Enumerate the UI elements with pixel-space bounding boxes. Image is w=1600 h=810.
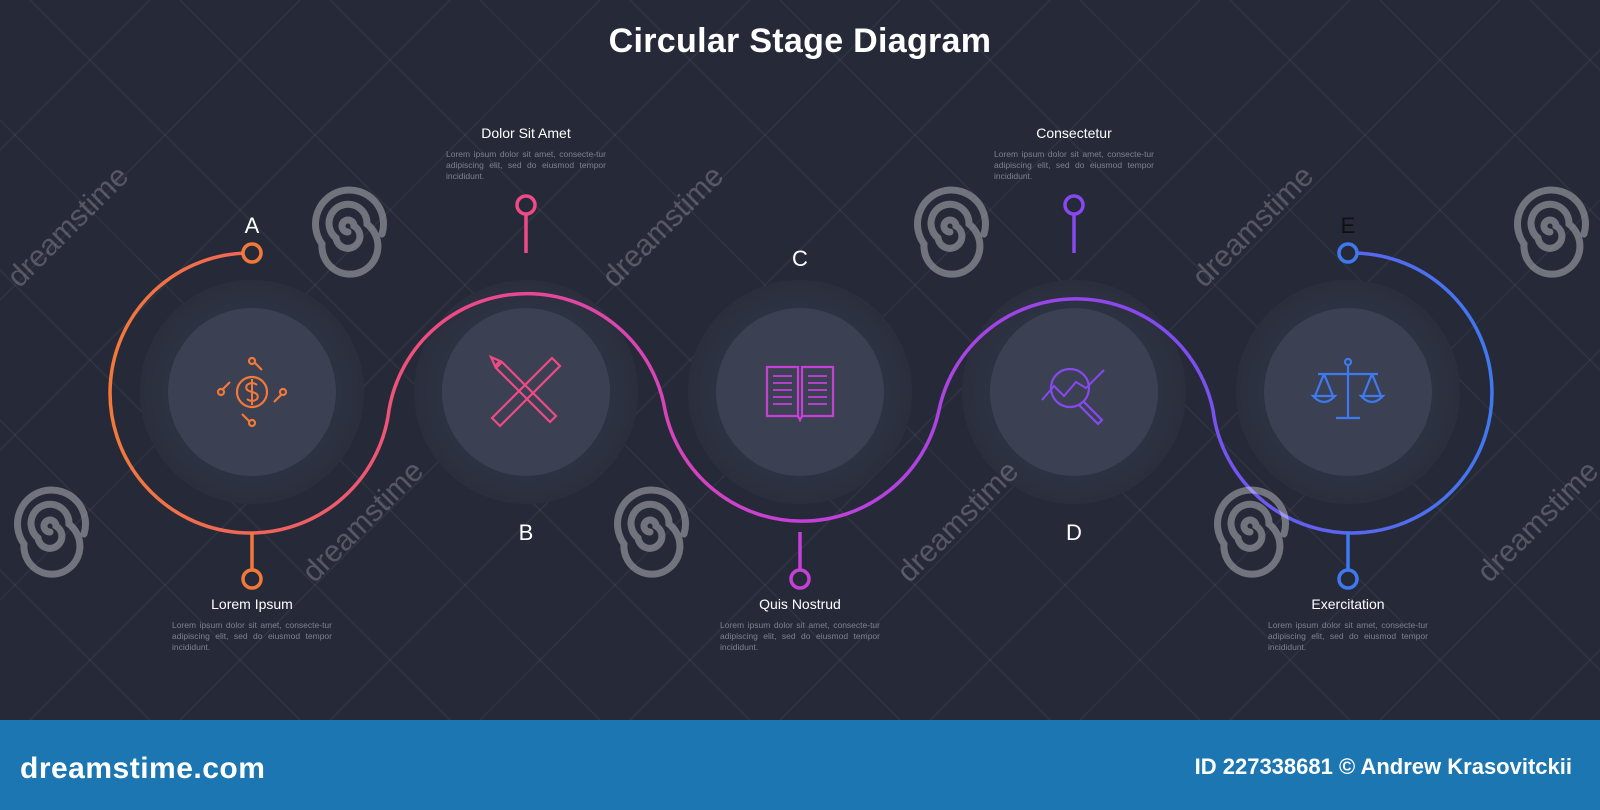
stage-d-info: Consectetur Lorem ipsum dolor sit amet, … — [994, 125, 1154, 182]
watermark-line — [0, 268, 451, 720]
stage-a-letter: A — [244, 213, 260, 238]
spiral-icon — [614, 486, 689, 578]
spiral-icon — [1514, 186, 1589, 278]
watermark-line — [329, 0, 1051, 720]
stage-b-heading: Dolor Sit Amet — [481, 125, 571, 141]
watermark-line — [0, 568, 151, 720]
watermark-line — [0, 0, 301, 302]
watermark-line — [29, 0, 751, 720]
stage-c-info: Quis Nostrud Lorem ipsum dolor sit amet,… — [720, 596, 880, 653]
stage-c-heading: Quis Nostrud — [759, 596, 841, 612]
stage-b-inner-disc — [442, 308, 610, 476]
stage-d-pin — [1063, 194, 1085, 216]
open-book-icon — [765, 365, 835, 423]
diagram-title: Circular Stage Diagram — [608, 22, 992, 60]
watermark-line — [1379, 0, 1600, 222]
stage-e-info: Exercitation Lorem ipsum dolor sit amet,… — [1268, 596, 1428, 653]
stage-d-description: Lorem ipsum dolor sit amet, consecte-tur… — [994, 149, 1154, 181]
stage-a-pin — [241, 568, 263, 590]
watermark-line — [1229, 0, 1600, 372]
watermark-line — [0, 0, 451, 452]
spiral-icon — [914, 186, 989, 278]
stage-e-description: Lorem ipsum dolor sit amet, consecte-tur… — [1268, 620, 1428, 652]
ruler-pencil-icon — [488, 354, 562, 428]
spiral-icon — [14, 486, 89, 578]
stage-e-letter: E — [1340, 213, 1356, 238]
spiral-icon — [1214, 486, 1289, 578]
stage-connector-path — [108, 251, 1494, 535]
stage-d-heading: Consectetur — [1036, 125, 1112, 141]
footer-logo[interactable]: dreamstime.com — [20, 752, 266, 785]
stage-a-description: Lorem ipsum dolor sit amet, consecte-tur… — [172, 620, 332, 652]
watermark-line — [0, 0, 151, 152]
watermark-line — [1379, 498, 1600, 720]
footer-banner: dreamstime.com ID 227338681 © Andrew Kra… — [0, 720, 1600, 810]
stage-d-inner-disc — [990, 308, 1158, 476]
stage-a-pin — [241, 242, 263, 264]
magnifier-chart-icon — [1041, 367, 1105, 426]
watermark-line — [29, 0, 751, 720]
watermark-line — [1229, 348, 1600, 720]
scales-icon — [1310, 357, 1386, 420]
spiral-icon — [312, 186, 387, 278]
stage-diagram — [0, 0, 1600, 720]
stage-e-pin — [1337, 242, 1359, 264]
stage-b-info: Dolor Sit Amet Lorem ipsum dolor sit ame… — [446, 125, 606, 182]
watermark-line — [329, 0, 1051, 720]
dollar-coin-icon — [216, 356, 288, 428]
stage-c-description: Lorem ipsum dolor sit amet, consecte-tur… — [720, 620, 880, 652]
stage-c-letter: C — [792, 246, 808, 271]
stage-b-letter: B — [518, 520, 534, 545]
stage-c-pin — [789, 568, 811, 590]
stage-d-letter: D — [1066, 520, 1082, 545]
watermark-spirals — [14, 186, 1589, 578]
stage-b-description: Lorem ipsum dolor sit amet, consecte-tur… — [446, 149, 606, 181]
stage-e-heading: Exercitation — [1311, 596, 1385, 612]
stage-a-info: Lorem Ipsum Lorem ipsum dolor sit amet, … — [172, 596, 332, 653]
stage-a-heading: Lorem Ipsum — [211, 596, 293, 612]
watermark-line — [0, 418, 301, 720]
stage-c-inner-disc — [716, 308, 884, 476]
stage-b-pin — [515, 194, 537, 216]
footer-credit: ID 227338681 © Andrew Krasovitckii — [1194, 754, 1572, 779]
stage-e-pin — [1337, 568, 1359, 590]
